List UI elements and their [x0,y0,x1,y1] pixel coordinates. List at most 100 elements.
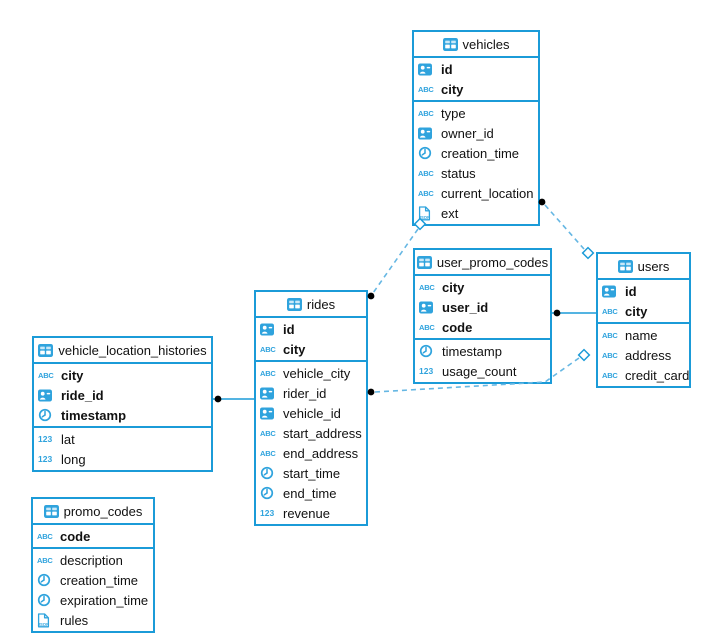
column-name: creation_time [60,572,139,588]
column-name: start_address [283,425,362,441]
column-name: ext [441,205,459,221]
column-row-end_time[interactable]: end_time [256,483,366,503]
column-name: id [625,283,637,299]
text-type-icon: ABC [418,188,434,198]
column-row-id[interactable]: id [598,281,689,301]
entity-header[interactable]: user_promo_codes [415,250,550,276]
id-type-icon [260,407,279,420]
column-row-code[interactable]: ABC code [33,526,153,546]
column-name: code [60,528,91,544]
column-row-expiration_time[interactable]: expiration_time [33,590,153,610]
id-type-icon [419,301,438,314]
time-type-icon [260,486,279,500]
time-type-icon [37,573,56,587]
text-type-icon: ABC [37,531,53,541]
time-type-icon [260,466,279,480]
relationship-user_promo_codes-users[interactable] [552,309,596,317]
column-name: city [442,279,465,295]
column-row-user_id[interactable]: user_id [415,297,550,317]
time-type-icon [418,146,437,160]
column-row-owner_id[interactable]: owner_id [414,123,538,143]
text-type-icon: ABC [602,330,618,340]
entity-header[interactable]: rides [256,292,366,318]
column-name: city [283,341,306,357]
entity-title: vehicles [462,36,510,52]
text-type-icon: ABC [37,555,53,565]
entity-header[interactable]: promo_codes [33,499,153,525]
json-type-icon: JSON [37,612,56,628]
column-name: user_id [442,299,489,315]
id-type-icon [260,387,279,400]
primary-key-section: ABC code [33,525,153,549]
column-name: vehicle_city [283,365,351,381]
column-name: code [442,319,473,335]
column-row-id[interactable]: id [414,59,538,79]
column-row-timestamp[interactable]: timestamp [415,341,550,361]
column-row-creation_time[interactable]: creation_time [33,570,153,590]
entity-header[interactable]: vehicles [414,32,538,58]
text-type-icon: ABC [260,448,276,458]
column-row-id[interactable]: id [256,319,366,339]
column-name: city [625,303,648,319]
column-row-city[interactable]: ABC city [598,301,689,321]
entity-title: rides [306,296,336,312]
text-type-icon: ABC [602,350,618,360]
column-name: usage_count [442,363,517,379]
column-name: owner_id [441,125,494,141]
table-icon [38,343,54,357]
column-row-timestamp[interactable]: timestamp [34,405,211,425]
text-type-icon: ABC [418,84,434,94]
column-row-name[interactable]: ABC name [598,325,689,345]
column-row-city[interactable]: ABC city [414,79,538,99]
id-type-icon [38,389,57,402]
column-name: timestamp [61,407,127,423]
relationship-vehicle_location_histories-rides[interactable] [213,395,254,403]
time-type-icon [37,593,56,607]
column-row-creation_time[interactable]: creation_time [414,143,538,163]
entity-header[interactable]: users [598,254,689,280]
column-row-rider_id[interactable]: rider_id [256,383,366,403]
column-row-vehicle_id[interactable]: vehicle_id [256,403,366,423]
column-row-start_time[interactable]: start_time [256,463,366,483]
column-name: status [441,165,476,181]
cardinality-diamond [581,246,595,260]
column-row-ride_id[interactable]: ride_id [34,385,211,405]
entity-header[interactable]: vehicle_location_histories [34,338,211,364]
column-name: name [625,327,658,343]
cardinality-diamond [577,348,591,362]
text-type-icon: ABC [602,306,618,316]
column-name: credit_card [625,367,690,383]
column-name: vehicle_id [283,405,341,421]
column-name: city [441,81,464,97]
